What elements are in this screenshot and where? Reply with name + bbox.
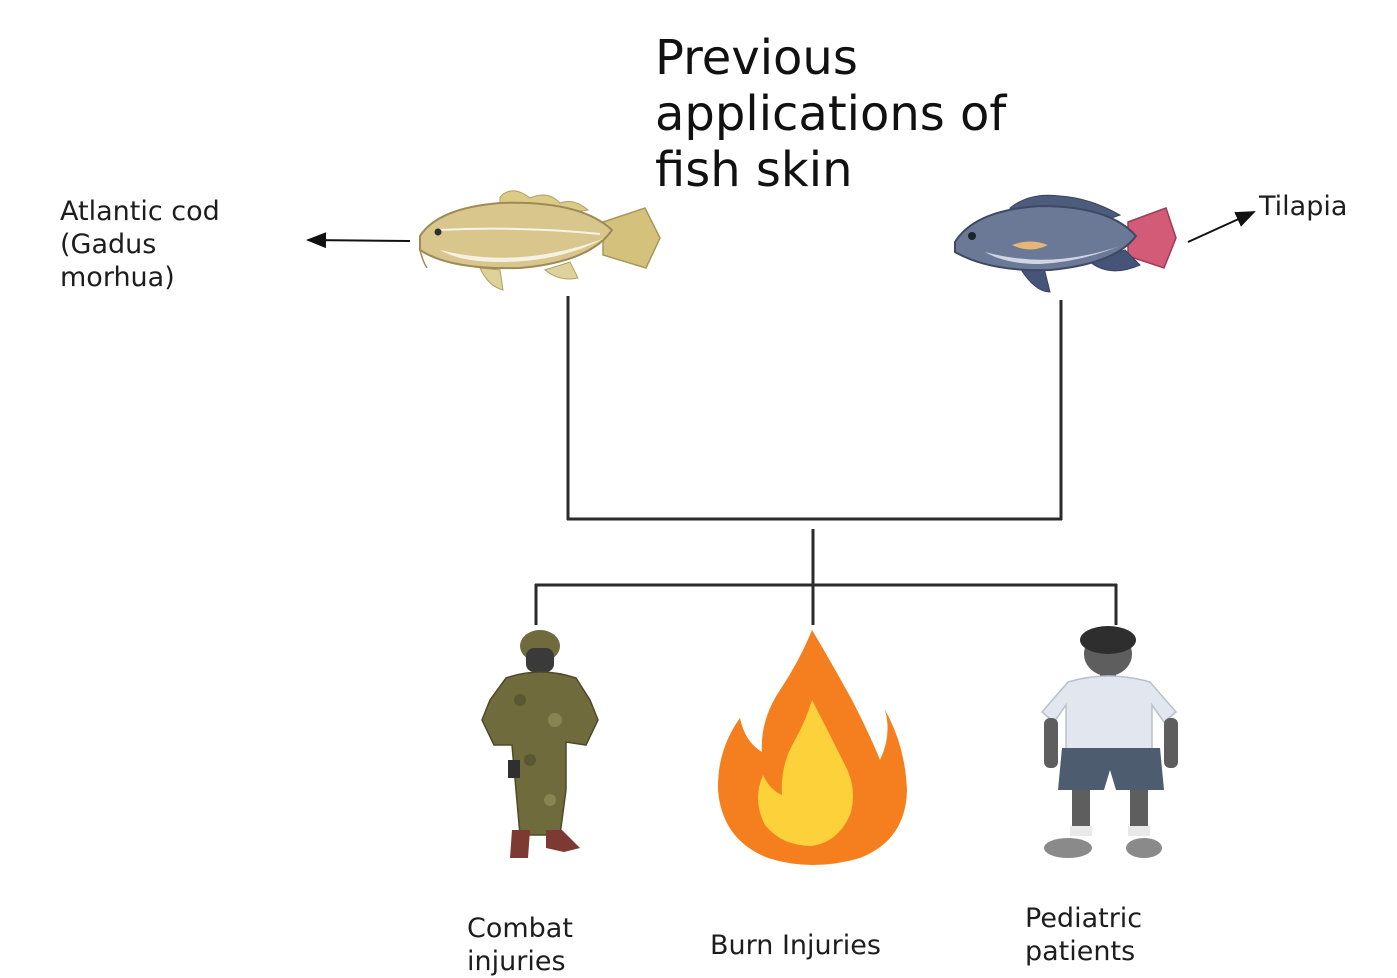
flame-icon bbox=[718, 630, 907, 865]
burn-injuries-label: Burn Injuries bbox=[710, 929, 940, 962]
child-icon bbox=[1042, 626, 1178, 858]
cod-fish-icon bbox=[420, 191, 660, 290]
tilapia-label: Tilapia bbox=[1259, 190, 1389, 223]
cod-label-arrow bbox=[308, 240, 410, 241]
cod-label: Atlantic cod (Gadus morhua) bbox=[60, 195, 280, 294]
combat-injuries-label: Combat injuries bbox=[467, 912, 647, 978]
connector-tree bbox=[535, 296, 1117, 625]
diagram-title: Previous applications of fish skin bbox=[655, 30, 1115, 198]
tilapia-fish-icon bbox=[955, 195, 1176, 292]
pediatric-patients-label: Pediatric patients bbox=[1025, 902, 1205, 968]
tilapia-label-arrow bbox=[1188, 212, 1254, 242]
soldier-icon bbox=[482, 630, 598, 858]
